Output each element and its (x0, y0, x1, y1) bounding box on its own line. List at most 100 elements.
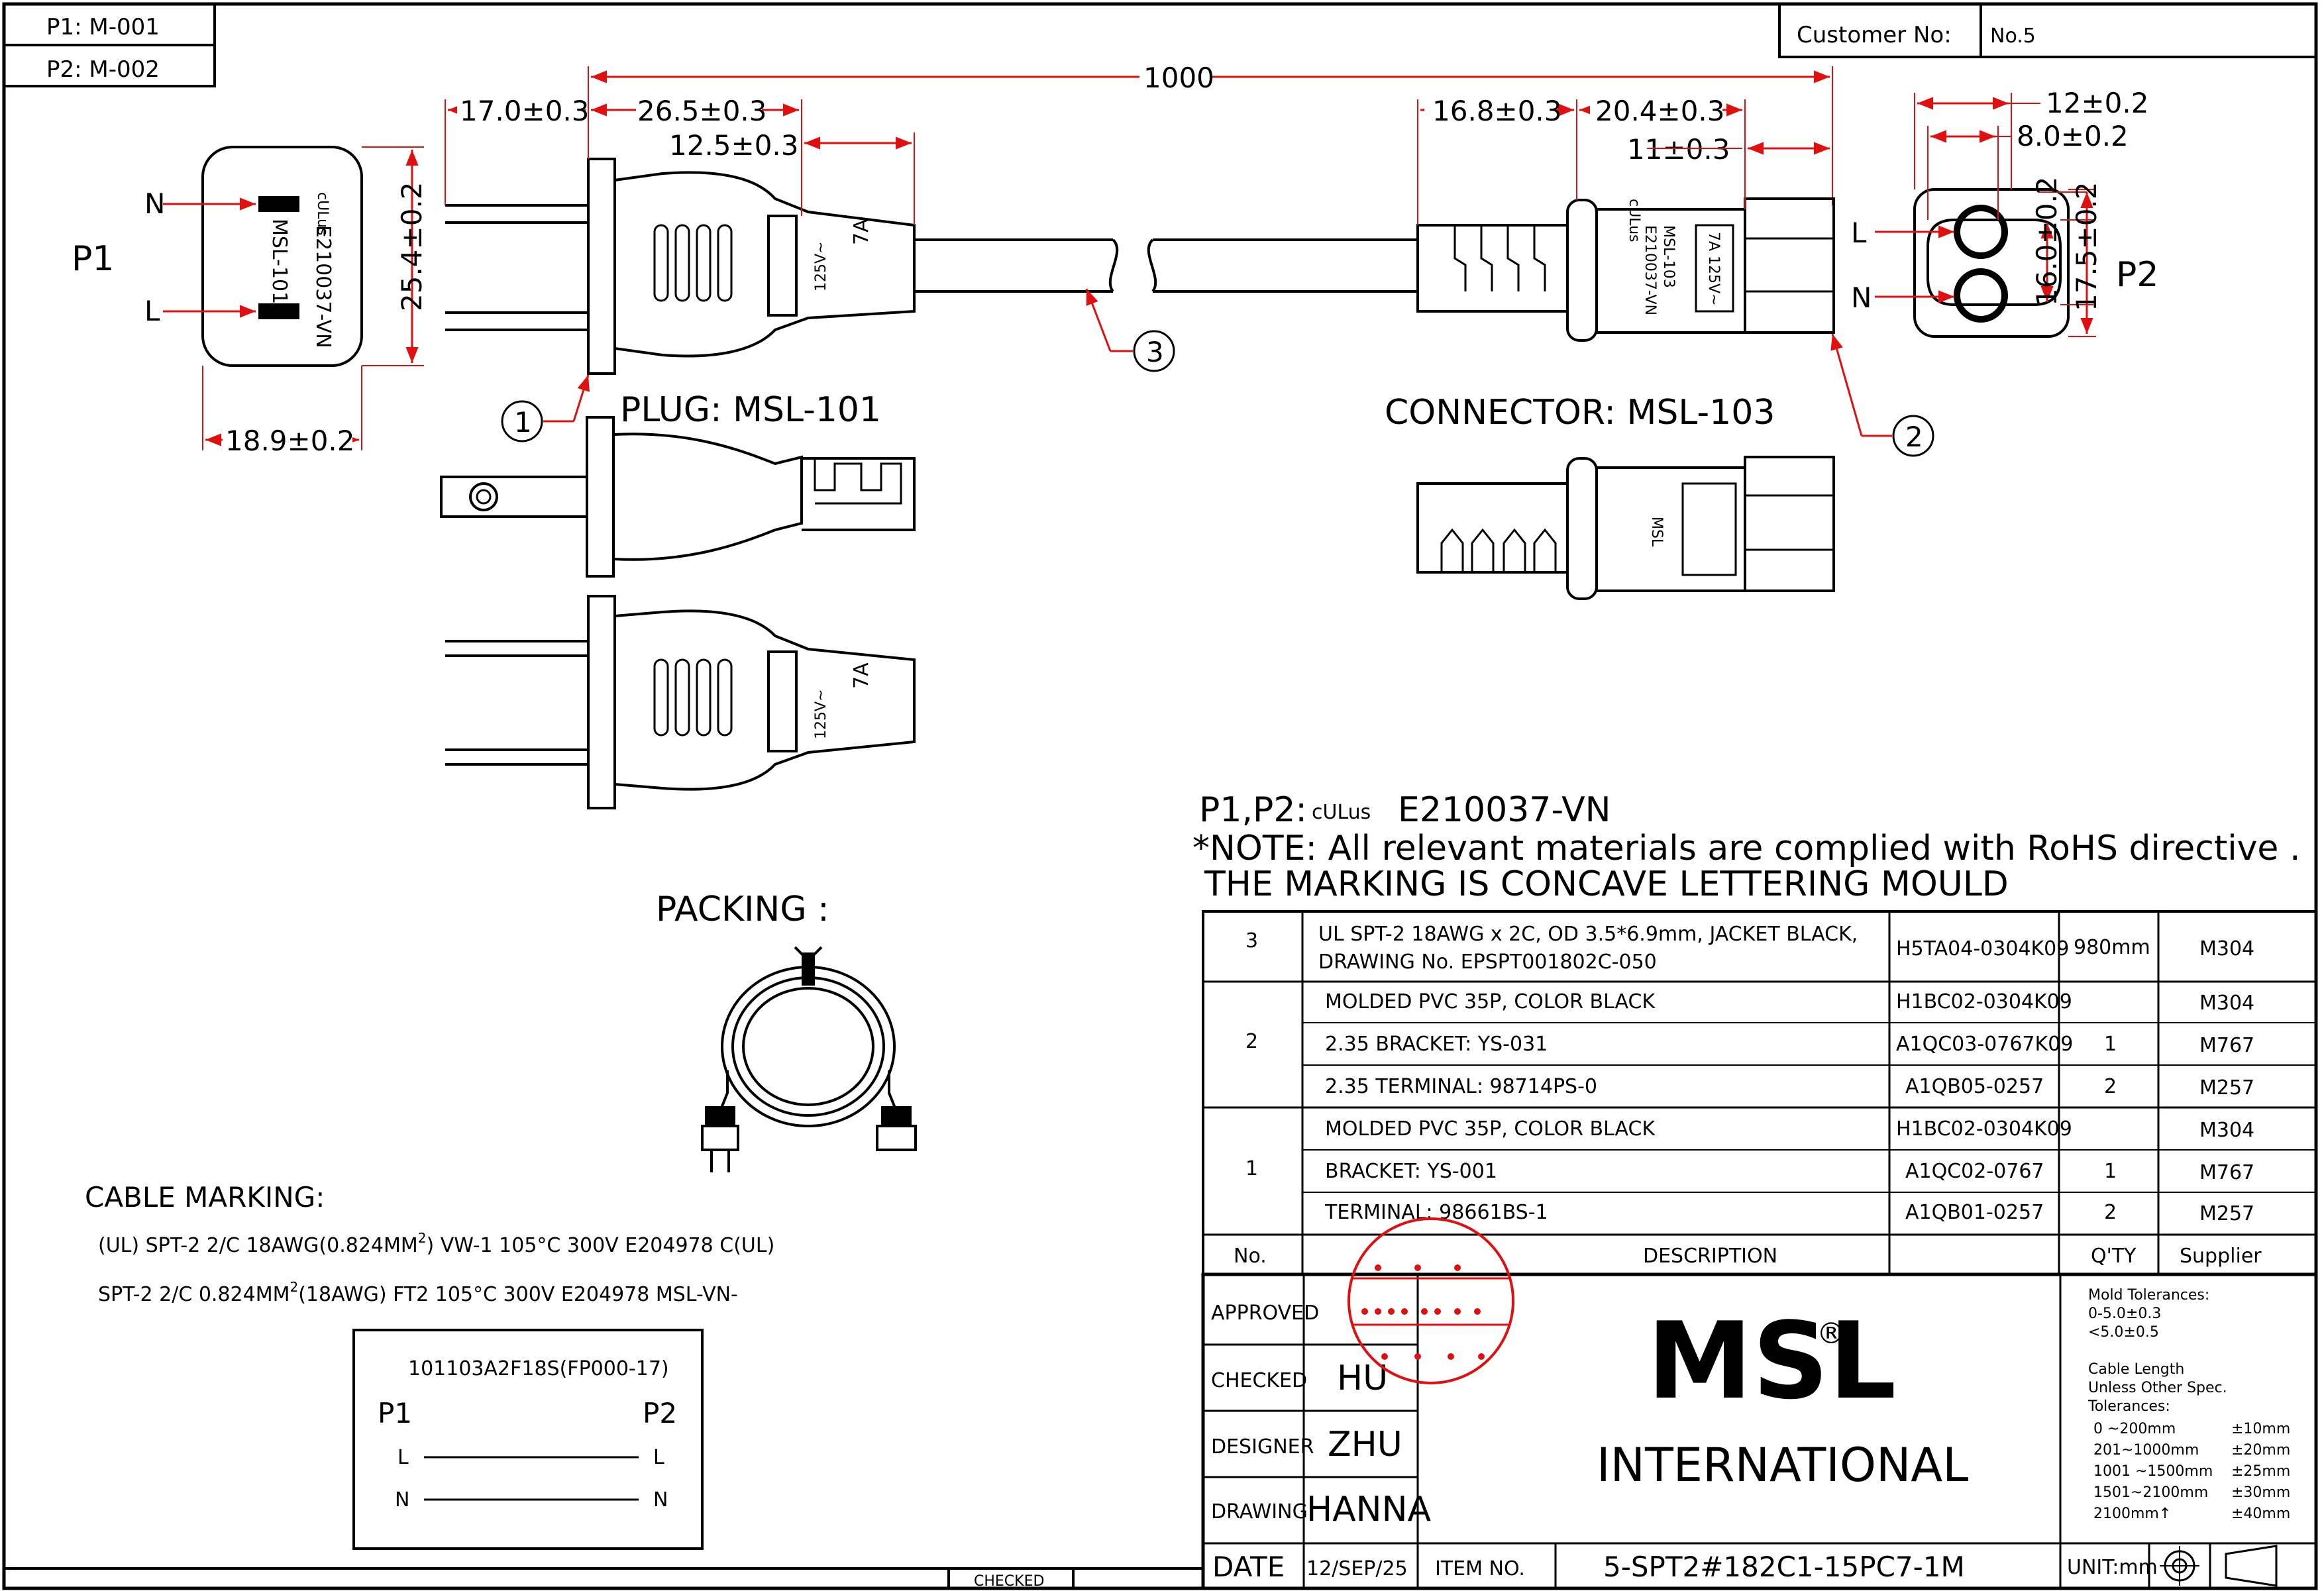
bom-row-2-no: 2 (1245, 1030, 1258, 1053)
plug-face-text-2: MSL-101 (268, 219, 291, 304)
p1-code: P1: M-001 (46, 14, 160, 40)
connector-face-text-1: MSL-103 (1660, 225, 1677, 288)
len-row-2-tol: ±20mm (2231, 1442, 2290, 1459)
bom-header-desc: DESCRIPTION (1643, 1245, 1777, 1268)
len-row-4-tol: ±30mm (2231, 1484, 2290, 1501)
bom-row-2c-qty: 2 (2104, 1075, 2117, 1098)
p2-code: P2: M-002 (46, 56, 160, 83)
title-block: APPROVED CHECKED HU DESIGNER ZHU DRAWING… (1201, 1272, 2318, 1590)
plug-pin-n: N (144, 187, 165, 220)
bom-row-2a-desc: MOLDED PVC 35P, COLOR BLACK (1325, 990, 1656, 1013)
plug-face-height-dim: 25.4±0.2 (396, 181, 428, 311)
connector-width-outer-dim: 12±0.2 (2046, 87, 2148, 119)
connector-front-length-dim: 11±0.3 (1627, 133, 1730, 166)
plug-face-width-dim: 18.9±0.2 (225, 425, 355, 457)
tol-2: <5.0±0.5 (2088, 1324, 2159, 1341)
wiring-l-right: L (653, 1446, 664, 1469)
len-row-3-tol: ±25mm (2231, 1463, 2290, 1480)
overall-length-dim: 1000 (588, 60, 1833, 205)
connector-pin-l: L (1851, 217, 1867, 249)
bom-row-3-desc-1: UL SPT-2 18AWG x 2C, OD 3.5*6.9mm, JACKE… (1318, 923, 1858, 946)
plug-rating-1: 125V~ (813, 242, 829, 291)
bom-row-3-no: 3 (1245, 929, 1258, 952)
connector-face-view: L N P2 12±0.2 8.0±0.2 16.0±0.2 17.5±0.2 (1851, 87, 2158, 338)
plug-title: PLUG: MSL-101 (620, 390, 881, 430)
cable-marking-line2-a: SPT-2 2/C 0.824MM (98, 1283, 290, 1306)
cert-line-mark: cULus (1312, 801, 1371, 824)
bom-row-1b-desc: BRACKET: YS-001 (1325, 1160, 1497, 1183)
connector-height-outer-dim: 17.5±0.2 (2070, 181, 2103, 311)
cable-marking-line1-sup: 2 (418, 1230, 427, 1246)
connector-pin-n: N (1851, 282, 1872, 314)
len-row-1-range: 0 ~200mm (2093, 1421, 2176, 1437)
drawing-label: DRAWING (1211, 1500, 1308, 1523)
plug-relief-dim: 12.5±0.3 (669, 129, 799, 162)
plug-side-label: P1 (72, 239, 114, 279)
wiring-l-left: L (397, 1446, 409, 1469)
date-label: DATE (1212, 1551, 1285, 1583)
cable-marking-line1: (UL) SPT-2 2/C 18AWG(0.824MM2) VW-1 105°… (98, 1230, 774, 1257)
bom-row-2c-supplier: M257 (2199, 1076, 2254, 1100)
plug-rating-2: 7A (850, 219, 873, 245)
len-row-2-range: 201~1000mm (2093, 1442, 2199, 1459)
bom-header-no: No. (1234, 1245, 1267, 1268)
bom-row-1c-part: A1QB01-0257 (1905, 1201, 2044, 1224)
connector-callout: 2 (1905, 421, 1923, 453)
bom-row-2a-supplier: M304 (2199, 992, 2254, 1015)
len-title-2: Unless Other Spec. (2088, 1380, 2227, 1396)
bom-row-1c-supplier: M257 (2199, 1202, 2254, 1225)
bom-row-1a-part: H1BC02-0304K09 (1896, 1117, 2072, 1141)
tol-1: 0-5.0±0.3 (2088, 1306, 2161, 1322)
cable-marking-line2-sup: 2 (290, 1279, 298, 1295)
bom-row-1b-qty: 1 (2104, 1160, 2117, 1183)
wiring-n-right: N (653, 1488, 668, 1512)
connector-title: CONNECTOR: MSL-103 (1385, 393, 1775, 433)
plug-bottom-view: 125V~ 7A (445, 595, 916, 809)
bom-row-3-desc-2: DRAWING No. EPSPT001802C-050 (1318, 950, 1657, 974)
len-row-4-range: 1501~2100mm (2093, 1484, 2208, 1501)
connector-side-label: P2 (2116, 255, 2158, 295)
bom-row-2b-desc: 2.35 BRACKET: YS-031 (1325, 1033, 1548, 1056)
plug-bottom-rating-1: 125V~ (813, 690, 829, 739)
plug-bottom-rating-2: 7A (850, 662, 873, 689)
len-title-3: Tolerances: (2087, 1398, 2170, 1415)
bottom-checked-label: CHECKED (974, 1573, 1044, 1590)
company-logo: MSL (1647, 1299, 1896, 1423)
marking-note: THE MARKING IS CONCAVE LETTERING MOULD (1204, 864, 2009, 904)
connector-face-text-2: E210037-VN (1642, 225, 1658, 315)
plug-side-view: 125V~ 7A 17.0±0.3 26.5±0.3 12.5±0.3 1 (445, 66, 1119, 442)
overall-length-value: 1000 (1143, 62, 1214, 94)
approved-label: APPROVED (1211, 1302, 1319, 1325)
item-no-label: ITEM NO. (1435, 1557, 1525, 1580)
len-row-5-tol: ±40mm (2231, 1506, 2290, 1522)
connector-rating: 7A 125V~ (1705, 232, 1722, 306)
connector-mid-length-dim: 20.4±0.3 (1595, 95, 1725, 127)
bottom-strip: CHECKED (4, 1567, 1203, 1590)
bom-row-2a-part: H1BC02-0304K09 (1896, 990, 2072, 1013)
designer-value: ZHU (1328, 1425, 1402, 1464)
cable-callout: 3 (1085, 288, 1175, 372)
plug-body-length-dim: 26.5±0.3 (637, 95, 767, 127)
cable-marking-line1-a: (UL) SPT-2 2/C 18AWG(0.824MM (98, 1234, 418, 1257)
len-row-3-range: 1001 ~1500mm (2093, 1463, 2213, 1480)
len-row-5-range: 2100mm↑ (2093, 1506, 2171, 1522)
wiring-p1: P1 (378, 1397, 412, 1429)
bom-row-1c-qty: 2 (2104, 1201, 2117, 1224)
packing-illustration: PACKING : (656, 890, 917, 1172)
notes: P1,P2: cULus E210037-VN *NOTE: All relev… (1192, 790, 2300, 904)
bom-row-2b-supplier: M767 (2199, 1034, 2254, 1057)
item-no-value: 5-SPT2#182C1-15PC7-1M (1603, 1551, 1965, 1583)
plug-pin-length-dim: 17.0±0.3 (460, 95, 590, 127)
plug-callout: 1 (514, 406, 532, 438)
cable-marking-line2-b: (18AWG) FT2 105°C 300V E204978 MSL-VN- (298, 1283, 738, 1306)
customer-box: Customer No: No.5 (1778, 3, 2317, 58)
len-row-1-tol: ±10mm (2231, 1421, 2290, 1437)
unit-label: UNIT:mm (2067, 1556, 2158, 1579)
date-value: 12/SEP/25 (1306, 1557, 1408, 1580)
plug-pin-l: L (144, 295, 160, 327)
cable-marking-line1-b: ) VW-1 105°C 300V E204978 C(UL) (427, 1234, 775, 1257)
cable-callout-number: 3 (1146, 336, 1164, 368)
wiring-diagram: 101103A2F18S(FP000-17) P1 P2 L L N N (352, 1329, 704, 1550)
cable-marking-line2: SPT-2 2/C 0.824MM2(18AWG) FT2 105°C 300V… (98, 1279, 738, 1306)
